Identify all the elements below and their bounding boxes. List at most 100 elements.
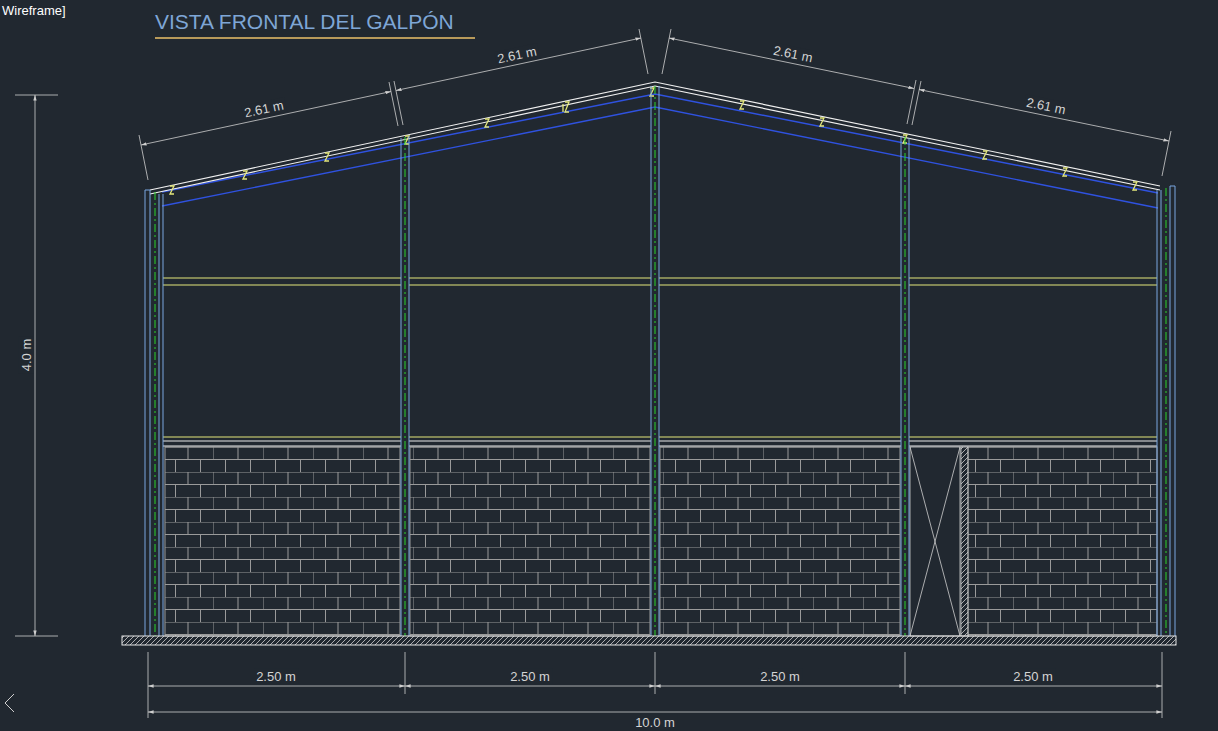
girt-beam <box>659 436 901 437</box>
girt-beam <box>409 284 651 285</box>
block-wall <box>660 447 900 636</box>
dimension-line <box>639 29 648 74</box>
purlin <box>1063 168 1067 176</box>
steel-column <box>1166 188 1167 636</box>
dimension-line <box>405 652 406 694</box>
steel-column <box>145 86 1175 636</box>
girt-beam <box>163 284 401 285</box>
steel-column <box>155 86 1166 636</box>
block-wall <box>165 447 1157 636</box>
viewport-label: Wireframe] <box>2 3 66 18</box>
steel-column <box>401 138 402 636</box>
steel-column <box>651 86 652 636</box>
girt-beam <box>909 436 1157 437</box>
dimension-line <box>35 95 36 636</box>
steel-column <box>1161 190 1162 636</box>
steel-column <box>145 86 1175 636</box>
purlin <box>740 101 744 109</box>
steel-column <box>1175 186 1176 636</box>
girt-beam <box>659 284 901 285</box>
dimension-text: 2.50 m <box>1011 669 1055 684</box>
dimension-line <box>15 636 58 637</box>
dimension-text: 2.50 m <box>758 669 802 684</box>
girt-beam <box>163 278 1157 437</box>
purlin <box>485 119 489 127</box>
girt-beam <box>909 277 1157 278</box>
block-wall <box>968 447 1157 636</box>
steel-column <box>163 194 164 636</box>
steel-column <box>405 137 406 636</box>
steel-column <box>1157 190 1158 636</box>
girt-beam <box>909 446 1157 447</box>
steel-column <box>409 136 410 636</box>
purlin <box>170 186 174 194</box>
steel-column <box>159 194 160 636</box>
steel-column <box>155 192 156 636</box>
dimension-line <box>1162 131 1171 176</box>
steel-column <box>150 190 151 636</box>
steel-column <box>901 136 902 636</box>
dimension-text: 4.0 m <box>19 337 34 374</box>
dimension-line <box>394 81 403 125</box>
dimension-text: 2.61 m <box>770 42 816 66</box>
door-opening <box>910 447 960 636</box>
dimension-line <box>139 135 148 180</box>
dimension-text: 2.50 m <box>254 669 298 684</box>
girt-beam <box>163 441 1157 446</box>
dimension-line <box>907 80 916 124</box>
purlin <box>820 118 824 126</box>
ground-slab <box>122 636 1176 645</box>
girt-beam <box>409 446 651 447</box>
dimension-line <box>905 652 906 694</box>
ucs-icon <box>5 694 14 712</box>
door-opening <box>961 447 968 636</box>
dimension-line <box>1162 652 1163 718</box>
steel-column <box>655 86 656 636</box>
dimension-line <box>148 686 405 687</box>
drawing-title: VISTA FRONTAL DEL GALPÓN <box>155 10 454 34</box>
dimension-text: 2.61 m <box>494 43 540 67</box>
girt-beam <box>163 277 401 278</box>
girt-beam <box>409 441 651 442</box>
dimension-line <box>148 652 149 718</box>
dimension-line <box>139 29 1171 180</box>
purlin <box>1133 182 1137 190</box>
door-opening <box>910 447 960 636</box>
dimension-text: 10.0 m <box>633 715 677 730</box>
dimension-line <box>912 81 921 125</box>
girt-beam <box>659 277 901 278</box>
purlin <box>405 136 409 144</box>
title-underline <box>155 37 475 39</box>
dimension-line <box>396 38 641 91</box>
dimension-line <box>148 652 1162 718</box>
dimension-line <box>148 712 1162 713</box>
dimension-text: 2.50 m <box>508 669 552 684</box>
door-opening <box>910 447 968 636</box>
dimension-line <box>905 686 1162 687</box>
door-opening <box>910 447 960 636</box>
purlin <box>170 88 1137 194</box>
purlin <box>563 102 569 112</box>
steel-column <box>145 190 150 191</box>
ucs-icon <box>5 694 14 712</box>
purlin <box>243 171 247 179</box>
girt-beam <box>659 441 901 442</box>
girt-beam <box>163 446 401 447</box>
dimension-line <box>405 686 655 687</box>
dimension-text: 2.61 m <box>241 97 287 121</box>
steel-column <box>909 138 910 636</box>
steel-column <box>145 190 146 636</box>
block-wall <box>410 447 650 636</box>
steel-column <box>905 137 906 636</box>
girt-beam <box>909 284 1157 285</box>
rafter <box>162 107 1158 208</box>
dimension-line <box>141 92 391 146</box>
girt-beam <box>409 277 651 278</box>
girt-beam <box>409 436 651 437</box>
steel-column <box>659 86 660 636</box>
dimension-text: 2.61 m <box>1023 94 1069 118</box>
dimension-line <box>389 82 398 126</box>
dimension-line <box>15 95 58 96</box>
steel-column <box>1170 186 1175 187</box>
